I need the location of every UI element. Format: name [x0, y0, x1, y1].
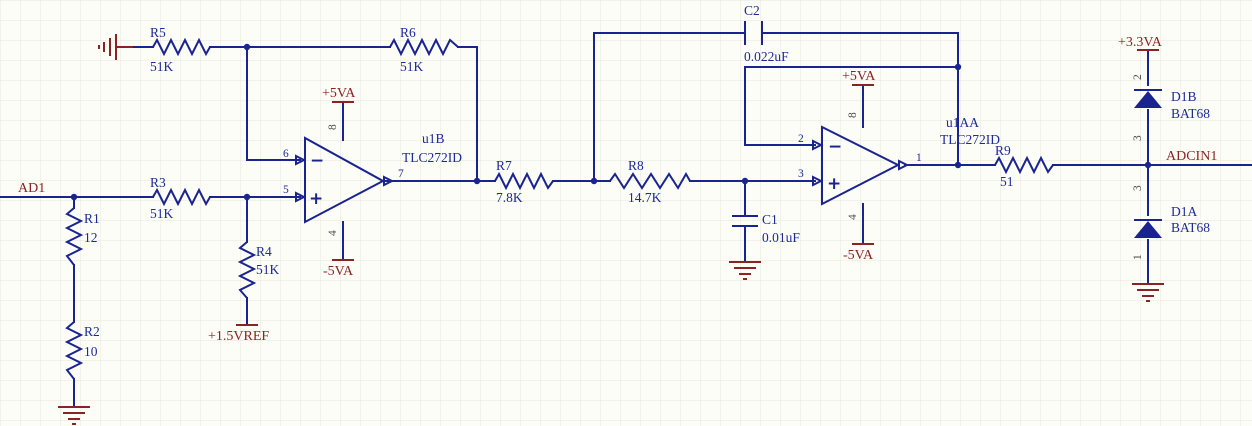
resistor-r9[interactable]: R9 51: [994, 143, 1054, 189]
capacitor-c2[interactable]: C2 0.022uF: [744, 3, 789, 64]
r6-value: 51K: [400, 59, 424, 74]
d1a-ref: D1A: [1171, 204, 1197, 219]
d1b-part: BAT68: [1171, 106, 1210, 121]
net-label-ad1: AD1: [18, 181, 45, 196]
opamp-u1b-body: [304, 136, 386, 224]
d1b-ref: D1B: [1171, 89, 1197, 104]
junction-dot: [243, 43, 251, 51]
d1b-pin-anode: 3: [1132, 135, 1144, 141]
net-p5va-u1b: +5VA: [322, 86, 356, 101]
junction-dot: [70, 193, 78, 201]
ground-symbol-r2: [58, 406, 90, 425]
u1b-ref: u1B: [422, 131, 445, 146]
d1a-part: BAT68: [1171, 220, 1210, 235]
junction-dot: [590, 177, 598, 185]
r5-ref: R5: [150, 25, 166, 40]
opamp-u1b[interactable]: − + 6 5 7 8 4 u1B TLC272ID: [283, 124, 462, 236]
u1aa-pin-noninv: 3: [798, 168, 804, 180]
junction-dot: [473, 177, 481, 185]
power-port-p5va-u1aa: +5VA: [842, 69, 876, 86]
net-vref: +1.5VREF: [208, 329, 269, 344]
resistor-r7[interactable]: R7 7.8K: [494, 158, 554, 205]
r7-ref: R7: [496, 158, 512, 173]
r5-value: 51K: [150, 59, 174, 74]
junction-dot: [1144, 161, 1152, 169]
power-port-p5va-u1b: +5VA: [322, 86, 356, 103]
c2-ref: C2: [744, 3, 760, 18]
r9-ref: R9: [995, 143, 1011, 158]
d1a-pin-cathode: 3: [1132, 185, 1144, 191]
r4-ref: R4: [256, 244, 272, 259]
u1aa-pin-out: 1: [916, 152, 922, 164]
r1-value: 12: [84, 230, 98, 245]
u1aa-pin-vp: 8: [847, 112, 859, 118]
u1aa-minus-sign: −: [828, 137, 842, 157]
resistor-r3[interactable]: R3 51K: [150, 175, 211, 221]
resistor-r1[interactable]: R1 12: [64, 207, 100, 266]
net-p5va-u1aa: +5VA: [842, 69, 876, 84]
resistor-r8[interactable]: R8 14.7K: [609, 158, 691, 205]
power-port-p3v3a: +3.3VA: [1118, 35, 1163, 51]
u1b-pin-vn: 4: [327, 230, 339, 236]
r4-value: 51K: [256, 262, 280, 277]
u1b-minus-sign: −: [310, 151, 324, 171]
net-m5va-u1aa: -5VA: [843, 248, 874, 263]
r2-ref: R2: [84, 324, 100, 339]
u1b-pin-vp: 8: [327, 124, 339, 130]
r6-ref: R6: [400, 25, 416, 40]
r9-value: 51: [1000, 174, 1014, 189]
u1aa-ref: u1AA: [946, 115, 979, 130]
junction-dot: [243, 193, 251, 201]
net-m5va-u1b: -5VA: [323, 264, 354, 279]
d1a-pin-anode: 1: [1132, 254, 1144, 260]
junctions: [70, 43, 1152, 201]
c1-ref: C1: [762, 212, 778, 227]
c1-value: 0.01uF: [762, 230, 800, 245]
u1aa-pin-inv: 2: [798, 133, 804, 145]
ground-symbol-diodes: [1132, 283, 1164, 302]
u1b-pin-noninv: 5: [283, 184, 289, 196]
resistor-r4[interactable]: R4 51K: [237, 241, 280, 299]
capacitor-c1[interactable]: C1 0.01uF: [732, 212, 800, 245]
u1b-pin-inv: 6: [283, 148, 289, 160]
opamp-u1aa[interactable]: − + 2 3 1 8 4 u1AA TLC272ID: [798, 112, 1000, 220]
u1aa-part: TLC272ID: [940, 132, 1000, 147]
ground-symbol-r5: [98, 34, 133, 60]
r3-ref: R3: [150, 175, 166, 190]
r7-value: 7.8K: [496, 190, 523, 205]
r3-value: 51K: [150, 206, 174, 221]
resistor-r2[interactable]: R2 10: [64, 321, 100, 380]
r1-ref: R1: [84, 211, 100, 226]
power-port-m5va-u1aa: -5VA: [843, 243, 874, 263]
resistor-r5[interactable]: R5 51K: [150, 25, 211, 74]
r8-value: 14.7K: [628, 190, 662, 205]
junction-dot: [954, 161, 962, 169]
u1b-pin-out: 7: [398, 168, 404, 180]
u1b-plus-sign: +: [309, 189, 323, 209]
diode-d1b[interactable]: 2 3 D1B BAT68: [1132, 74, 1210, 141]
resistor-r6[interactable]: R6 51K: [389, 25, 459, 74]
ground-symbol-c1: [729, 261, 761, 280]
opamp-u1aa-body: [821, 125, 901, 206]
power-port-m5va-u1b: -5VA: [323, 259, 354, 279]
net-p3v3a: +3.3VA: [1118, 35, 1163, 50]
r2-value: 10: [84, 344, 98, 359]
d1b-pin-cathode: 2: [1132, 74, 1144, 80]
u1b-part: TLC272ID: [402, 150, 462, 165]
diode-d1a[interactable]: 3 1 D1A BAT68: [1132, 185, 1210, 260]
r8-ref: R8: [628, 158, 644, 173]
wires: [0, 32, 1252, 408]
u1aa-plus-sign: +: [827, 174, 841, 194]
junction-dot: [741, 177, 749, 185]
junction-dot: [954, 63, 962, 71]
net-label-adcin1: ADCIN1: [1166, 149, 1217, 164]
c2-value: 0.022uF: [744, 49, 789, 64]
power-port-vref: +1.5VREF: [208, 324, 269, 344]
u1aa-pin-vn: 4: [847, 214, 859, 220]
